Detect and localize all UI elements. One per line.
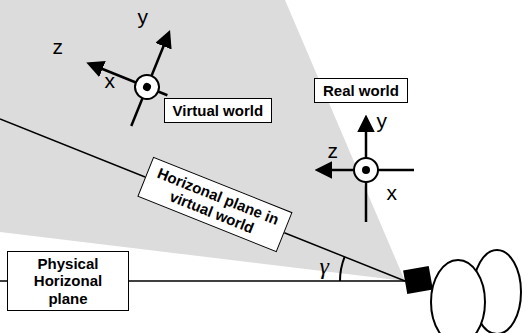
axis-label: z — [53, 36, 64, 57]
label-text: Physical Horizonal plane — [16, 255, 120, 307]
axis-label: y — [138, 6, 149, 27]
axis-label: x — [387, 182, 398, 203]
axis-label: y — [377, 110, 388, 131]
axis-label: x — [105, 70, 116, 91]
axis-label: z — [328, 140, 339, 161]
world-label-box: Virtual world — [164, 98, 273, 123]
angle-arc — [340, 257, 345, 281]
head-mounted-display — [403, 250, 521, 333]
angle-symbol: γ — [320, 254, 329, 278]
view-frustum — [0, 0, 405, 281]
plane-label-box: Physical Horizonal plane — [7, 251, 129, 311]
world-label-box: Real world — [314, 78, 408, 103]
real-axes — [318, 118, 414, 222]
label-text: Real world — [323, 82, 399, 99]
label-text: Virtual world — [173, 102, 264, 119]
